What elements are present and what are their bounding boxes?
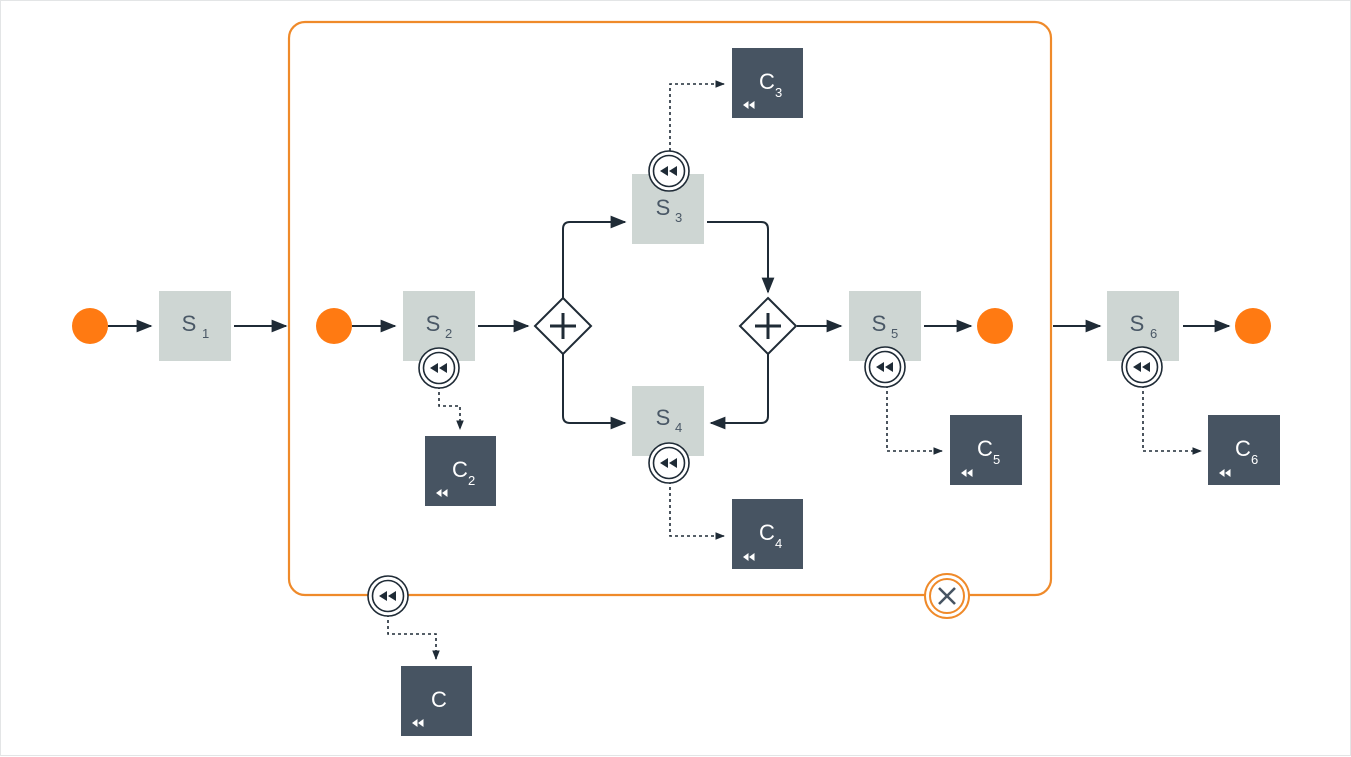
comp-c4-label: C bbox=[759, 520, 775, 545]
compensation-task-c4[interactable]: C 4 bbox=[732, 499, 803, 569]
step-s4-sub: 4 bbox=[675, 420, 682, 435]
step-s1[interactable]: S 1 bbox=[159, 291, 231, 361]
step-s3-label: S bbox=[656, 195, 671, 220]
comp-c3-sub: 3 bbox=[775, 85, 782, 100]
comp-c6-label: C bbox=[1235, 436, 1251, 461]
step-s2-label: S bbox=[426, 311, 441, 336]
step-s6-label: S bbox=[1130, 311, 1145, 336]
compensation-task-c6[interactable]: C 6 bbox=[1208, 415, 1280, 485]
step-s5-label: S bbox=[872, 311, 887, 336]
inner-start-event[interactable] bbox=[316, 308, 352, 344]
subprocess-container[interactable] bbox=[287, 20, 1053, 597]
step-s2-sub: 2 bbox=[445, 326, 452, 341]
step-s5-sub: 5 bbox=[891, 326, 898, 341]
parallel-gateway-split[interactable] bbox=[533, 296, 593, 356]
step-s1-sub: 1 bbox=[202, 326, 209, 341]
flow-split-to-s4 bbox=[562, 354, 627, 430]
start-event[interactable] bbox=[72, 308, 108, 344]
compensation-boundary-s2[interactable] bbox=[418, 347, 460, 389]
sequence-flows bbox=[108, 215, 1231, 430]
cancel-x-icon bbox=[938, 587, 956, 605]
assoc-subprocess-to-c bbox=[387, 614, 440, 660]
compensation-boundary-s4[interactable] bbox=[648, 442, 690, 484]
comp-c2-sub: 2 bbox=[468, 473, 475, 488]
compensation-boundary-s5[interactable] bbox=[864, 346, 906, 388]
parallel-gateway-join[interactable] bbox=[738, 296, 798, 356]
comp-c6-sub: 6 bbox=[1251, 452, 1258, 467]
assoc-s2-to-c2 bbox=[438, 386, 464, 430]
comp-c4-sub: 4 bbox=[775, 536, 782, 551]
compensation-boundary-s3[interactable] bbox=[648, 150, 690, 192]
assoc-s6-to-c6 bbox=[1142, 385, 1202, 455]
compensation-associations bbox=[387, 80, 1202, 660]
step-s1-label: S bbox=[182, 311, 197, 336]
flow-split-to-s3 bbox=[562, 215, 627, 298]
comp-c3-label: C bbox=[759, 69, 775, 94]
step-s4-label: S bbox=[656, 405, 671, 430]
step-s3-sub: 3 bbox=[675, 210, 682, 225]
end-event[interactable] bbox=[1235, 308, 1271, 344]
step-s6-sub: 6 bbox=[1150, 326, 1157, 341]
step-s3[interactable]: S 3 bbox=[632, 174, 704, 244]
compensation-task-c3[interactable]: C 3 bbox=[732, 48, 803, 118]
cancel-boundary-event[interactable] bbox=[924, 573, 970, 619]
comp-c2-label: C bbox=[452, 457, 468, 482]
inner-end-event[interactable] bbox=[977, 308, 1013, 344]
comp-c5-label: C bbox=[977, 436, 993, 461]
compensation-boundary-s6[interactable] bbox=[1121, 346, 1163, 388]
assoc-s4-to-c4 bbox=[669, 481, 725, 540]
comp-c-label: C bbox=[431, 687, 447, 712]
parallel-gateway-plus-icon bbox=[755, 313, 781, 339]
assoc-s5-to-c5 bbox=[886, 385, 943, 455]
flow-join-to-s4 bbox=[709, 354, 769, 430]
compensation-task-c2[interactable]: C 2 bbox=[425, 436, 496, 506]
flow-s3-to-join bbox=[707, 221, 775, 294]
compensation-boundary-subprocess[interactable] bbox=[367, 575, 409, 617]
comp-c5-sub: 5 bbox=[993, 452, 1000, 467]
compensation-task-c[interactable]: C bbox=[401, 666, 472, 736]
parallel-gateway-plus-icon bbox=[550, 313, 576, 339]
compensation-task-c5[interactable]: C 5 bbox=[950, 415, 1022, 485]
assoc-s3-to-c3 bbox=[669, 80, 725, 151]
